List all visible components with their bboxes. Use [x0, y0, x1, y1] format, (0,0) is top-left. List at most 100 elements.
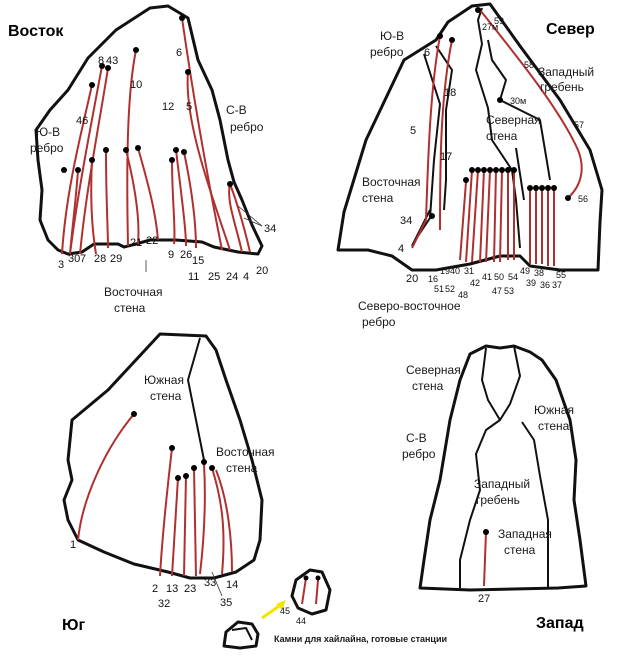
south-south-wall-label-2: стена: [150, 389, 182, 403]
route-number: 49: [520, 266, 530, 276]
route-number: 16: [428, 274, 438, 284]
panel-east: Восток: [8, 4, 276, 315]
route-number: 35: [220, 597, 232, 609]
route-number: 44: [296, 616, 306, 626]
west-route-start: [483, 529, 489, 535]
north-ne-ridge-label-1: Северо-восточное: [358, 299, 461, 313]
north-se-ridge-label-2: ребро: [370, 45, 404, 59]
route-number: 53: [504, 286, 514, 296]
west-south-wall-label-1: Южная: [534, 403, 574, 417]
east-se-ridge-label-2: ребро: [30, 141, 64, 155]
route-number: 20: [256, 265, 268, 277]
route-number: 43: [106, 55, 118, 67]
route-number: 5: [186, 101, 192, 113]
route-number: 52: [445, 284, 455, 294]
north-routes: [411, 9, 583, 266]
north-west-crest-label-2: гребень: [540, 80, 584, 94]
north-west-crest-label-1: Западный: [538, 65, 594, 79]
east-rock-outline: [34, 4, 264, 256]
route-number: 34: [400, 215, 412, 227]
route-number: 25: [208, 271, 220, 283]
south-east-wall-label-1: Восточная: [216, 445, 275, 459]
route-number: 51: [434, 284, 444, 294]
north-ne-ridge-label-2: ребро: [362, 315, 396, 329]
route-number: 54: [508, 272, 518, 282]
route-number: 18: [444, 87, 456, 99]
north-se-ridge-label-1: Ю-В: [380, 29, 404, 43]
route-number: 9: [168, 249, 174, 261]
route-number: 32: [158, 598, 170, 610]
south-route-starts: [131, 411, 215, 481]
east-route-starts: [61, 15, 233, 187]
route-number: 10: [130, 79, 142, 91]
route-number: 48: [458, 290, 468, 300]
east-wall-label-1: Восточная: [104, 285, 163, 299]
north-east-wall-label-2: стена: [362, 191, 394, 205]
highline-stone-large: [290, 568, 332, 616]
north-height-30: 30м: [510, 96, 526, 106]
west-north-wall-label-2: стена: [412, 379, 444, 393]
route-number: 24: [226, 271, 238, 283]
west-north-wall-label-1: Северная: [406, 363, 461, 377]
route-number: 21: [130, 237, 142, 249]
north-height-27: 27м: [482, 22, 498, 32]
route-number: 45: [280, 606, 290, 616]
north-route-numbers: 59 58 57 56 6 18 5 17 34 4 20 16 19 40 5…: [398, 16, 588, 300]
route-number: 27: [478, 593, 490, 605]
north-rock-outline: [336, 2, 604, 272]
route-number: 3: [58, 259, 64, 271]
route-number: 58: [524, 60, 534, 70]
east-se-ridge-label-1: Ю-В: [36, 125, 60, 139]
east-ne-ridge-label-2: ребро: [230, 120, 264, 134]
south-east-wall-label-2: стена: [226, 461, 258, 475]
route-number: 20: [406, 273, 418, 285]
route-number: 1: [70, 539, 76, 551]
highline-stone-small: [222, 620, 260, 650]
route-number: 8: [98, 55, 104, 67]
panel-north: Север: [336, 2, 604, 329]
route-number: 4: [398, 243, 404, 255]
panel-title-south: Юг: [62, 617, 86, 634]
route-number: 41: [482, 272, 492, 282]
panel-title-north: Север: [546, 21, 595, 38]
highline-note: Камни для хайлайна, готовые станции: [274, 634, 447, 644]
west-south-wall-label-2: стена: [538, 419, 570, 433]
west-west-crest-label-1: Западный: [474, 477, 530, 491]
panel-title-west: Запад: [536, 615, 584, 632]
route-number: 26: [180, 249, 192, 261]
route-number: 31: [464, 266, 474, 276]
route-number: 13: [166, 583, 178, 595]
route-number: 5: [410, 125, 416, 137]
route-number: 42: [470, 278, 480, 288]
route-number: 15: [192, 255, 204, 267]
route-number: 55: [556, 270, 566, 280]
route-number: 39: [526, 278, 536, 288]
route-number: 47: [492, 286, 502, 296]
route-number: 59: [494, 16, 504, 26]
route-number: 56: [578, 194, 588, 204]
west-west-wall-label-2: стена: [504, 543, 536, 557]
route-number: 14: [226, 579, 238, 591]
route-number: 36: [540, 280, 550, 290]
panel-title-east: Восток: [8, 23, 64, 40]
route-number: 33: [204, 577, 216, 589]
west-ne-ridge-label-2: ребро: [402, 447, 436, 461]
route-number: 50: [494, 272, 504, 282]
route-number: 22: [146, 235, 158, 247]
route-number: 37: [552, 280, 562, 290]
panel-south: Юг Южная стена Восточная стена 1 2 32 13: [62, 332, 447, 650]
north-north-wall-label-2: стена: [486, 129, 518, 143]
panel-west: Запад Северная стена С-В ребро Южная сте…: [402, 344, 588, 632]
route-number: 38: [534, 268, 544, 278]
route-number: 57: [574, 120, 584, 130]
east-ne-ridge-label-1: С-В: [226, 103, 247, 117]
north-north-wall-label-1: Северная: [486, 113, 541, 127]
route-number: 17: [440, 151, 452, 163]
east-wall-label-2: стена: [114, 301, 146, 315]
route-number: 12: [162, 101, 174, 113]
south-route-numbers: 1 2 32 13 23 33 35 14: [70, 539, 238, 610]
route-number: 46: [76, 115, 88, 127]
west-rock-outline: [418, 344, 588, 592]
route-number: 29: [110, 253, 122, 265]
